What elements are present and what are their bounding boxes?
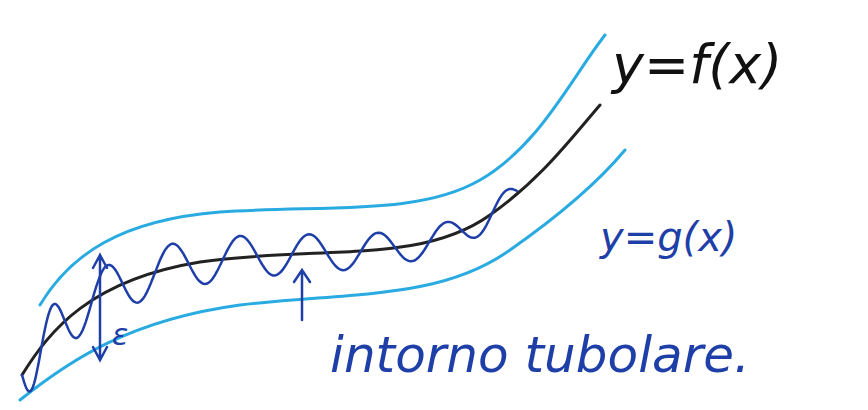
epsilon-label: ε	[112, 318, 128, 351]
curve-label: y=g(x)	[600, 215, 737, 259]
annotation-label: intorno tubolare.	[330, 328, 750, 383]
leader-arrow	[294, 270, 310, 320]
curve-label: y=f(x)	[612, 35, 782, 94]
upper-tube-curve	[40, 35, 605, 305]
epsilon-arrow	[93, 255, 107, 360]
